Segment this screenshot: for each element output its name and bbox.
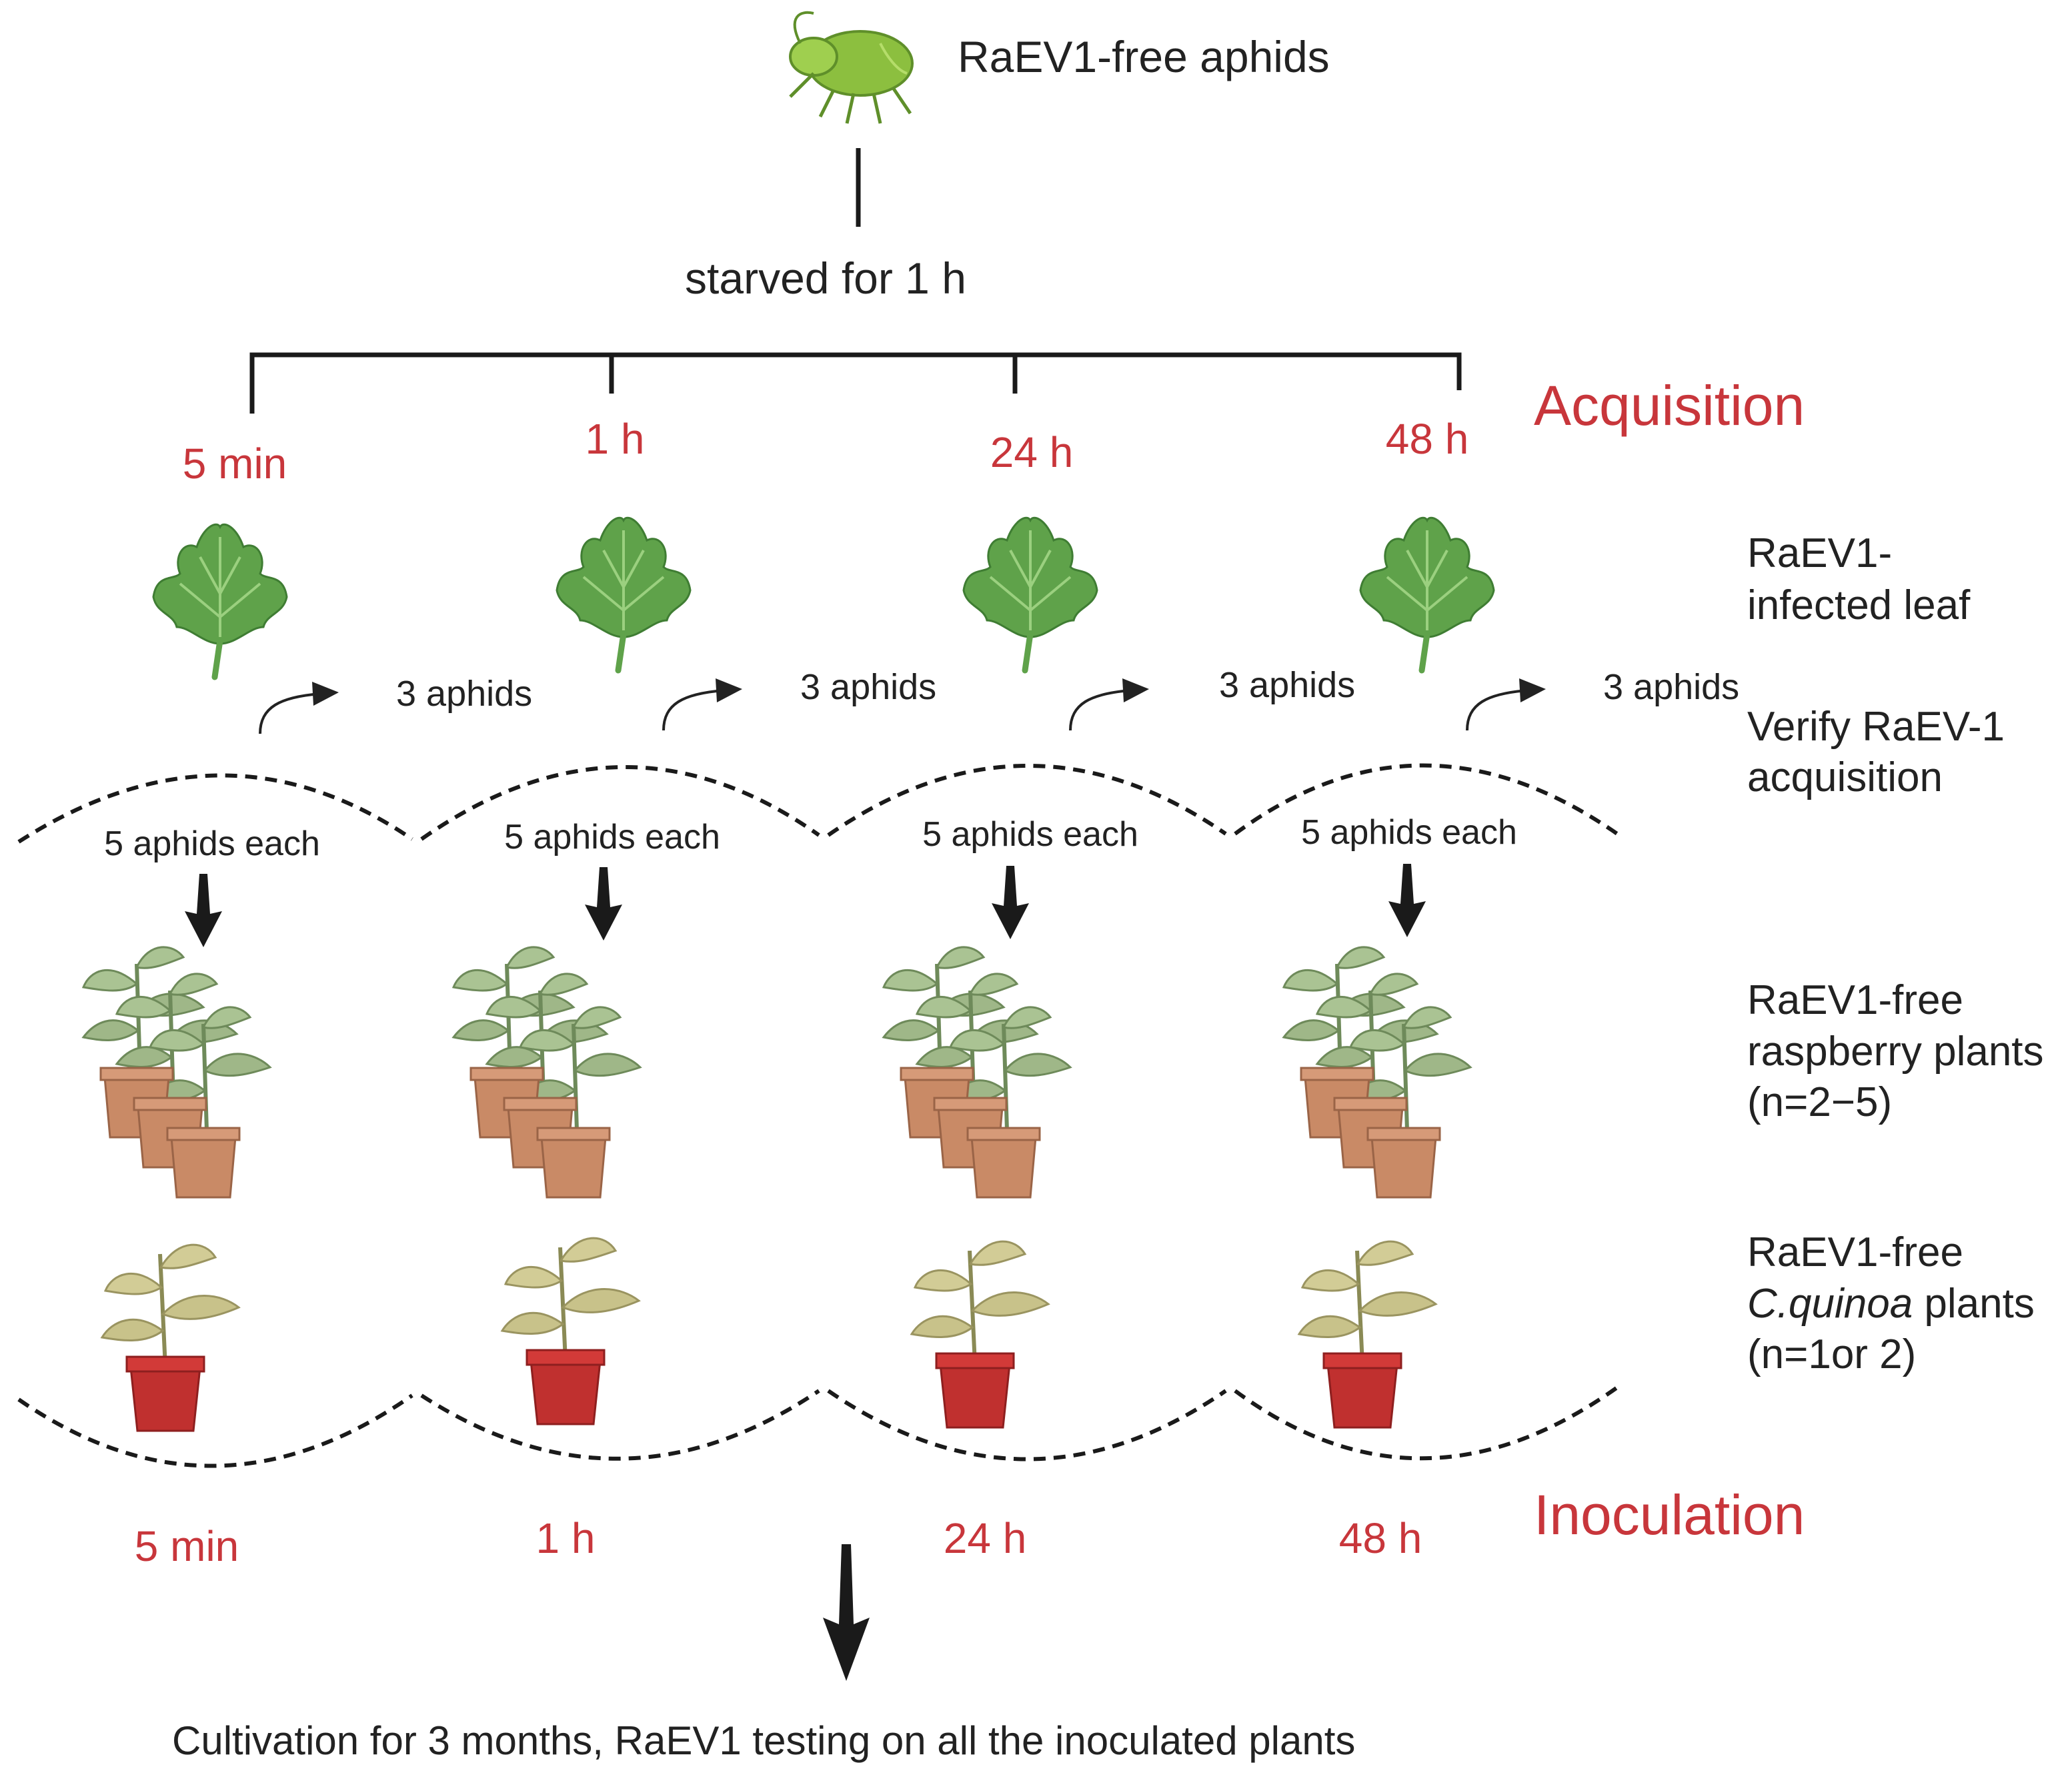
three-aphids-label-1: 3 aphids	[396, 674, 532, 714]
down-arrow-icon	[585, 867, 622, 941]
down-arrow-icon	[185, 874, 222, 947]
infected-leaf-icon	[1360, 518, 1494, 670]
curved-arrow-icon	[662, 677, 744, 732]
inoc-time-1: 5 min	[135, 1522, 239, 1570]
legend-infected-leaf-line1: RaEV1-	[1747, 530, 1892, 576]
three-aphids-label-2: 3 aphids	[800, 667, 936, 707]
acq-time-1: 5 min	[183, 440, 287, 488]
infected-leaf-icon	[964, 518, 1097, 670]
curved-arrow-icon	[1466, 677, 1547, 732]
three-aphids-label-4: 3 aphids	[1603, 667, 1739, 707]
legend-infected-leaf-line2: infected leaf	[1747, 582, 1971, 628]
legend-quinoa-line1: RaEV1-free	[1747, 1229, 1963, 1275]
final-down-arrow-icon	[823, 1544, 870, 1681]
five-aphids-label-2: 5 aphids each	[504, 818, 720, 856]
starved-label: starved for 1 h	[685, 253, 966, 303]
inoc-time-2: 1 h	[536, 1514, 596, 1562]
legend-quinoa-line3: (n=1or 2)	[1747, 1331, 1916, 1377]
acq-time-3: 24 h	[990, 428, 1074, 476]
legend-quinoa-line2: C.quinoa plants	[1747, 1281, 2035, 1327]
raspberry-plants-icon	[1284, 947, 1470, 1197]
infected-leaf-icon	[557, 518, 690, 670]
legend-raspberry-line1: RaEV1-free	[1747, 977, 1963, 1023]
down-arrow-icon	[992, 866, 1029, 939]
legend-raspberry-line3: (n=2−5)	[1747, 1079, 1892, 1125]
lower-dashed-boundary	[17, 1385, 1619, 1468]
curved-arrow-icon	[259, 680, 340, 735]
five-aphids-label-3: 5 aphids each	[922, 815, 1138, 854]
aphids-label: RaEV1-free aphids	[958, 32, 1330, 81]
inoculation-title: Inoculation	[1534, 1484, 1805, 1546]
quinoa-plant-icon	[912, 1241, 1048, 1427]
legend-verify-line1: Verify RaEV-1	[1747, 704, 2005, 750]
raspberry-plants-icon	[884, 947, 1070, 1197]
legend-quinoa-plants-word: plants	[1913, 1281, 2035, 1327]
inoc-time-4: 48 h	[1339, 1514, 1422, 1562]
acquisition-title: Acquisition	[1534, 374, 1805, 437]
legend: RaEV1- infected leaf Verify RaEV-1 acqui…	[1747, 530, 2044, 1377]
footer-text: Cultivation for 3 months, RaEV1 testing …	[172, 1718, 1355, 1763]
legend-raspberry-line2: raspberry plants	[1747, 1029, 2044, 1075]
raspberry-plants-icon	[453, 947, 640, 1197]
quinoa-plant-icon	[1299, 1241, 1436, 1427]
three-aphids-label-3: 3 aphids	[1219, 665, 1355, 705]
down-arrow-icon	[1388, 864, 1426, 937]
quinoa-plant-icon	[502, 1238, 639, 1424]
acquisition-bracket	[249, 352, 1462, 414]
quinoa-plant-icon	[102, 1245, 239, 1431]
acq-time-4: 48 h	[1386, 415, 1469, 463]
inoc-time-3: 24 h	[944, 1514, 1027, 1562]
legend-quinoa-species: C.quinoa	[1747, 1281, 1913, 1327]
raspberry-plants-icon	[83, 947, 270, 1197]
five-aphids-label-4: 5 aphids each	[1301, 813, 1517, 852]
five-aphids-label-1: 5 aphids each	[104, 824, 320, 863]
legend-verify-line2: acquisition	[1747, 754, 1943, 800]
upper-dashed-boundary	[17, 763, 1619, 844]
curved-arrow-icon	[1069, 677, 1150, 732]
infected-leaf-icon	[153, 524, 287, 677]
aphid-icon	[789, 11, 914, 124]
acq-time-2: 1 h	[586, 415, 645, 463]
